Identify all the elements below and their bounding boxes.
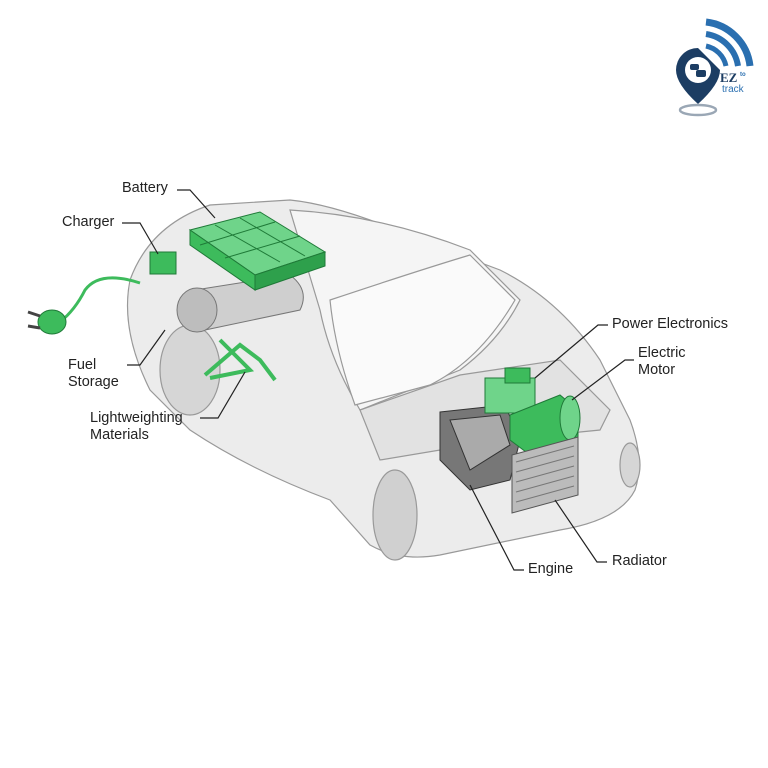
logo-to: to <box>740 72 746 78</box>
label-power-electronics: Power Electronics <box>612 316 729 332</box>
battery-pack <box>188 211 327 291</box>
power-electronics-unit <box>484 367 536 414</box>
charging-cable <box>59 276 141 324</box>
label-fuel-storage-line1: Fuel <box>68 357 97 373</box>
charging-plug-icon <box>27 309 67 335</box>
label-engine: Engine <box>528 561 574 577</box>
label-electric-motor-line2: Motor <box>638 362 676 378</box>
location-pin-wifi-icon <box>676 18 754 117</box>
leader-lines <box>122 189 634 571</box>
logo-track: track <box>722 84 744 95</box>
label-electric-motor: Electric Motor <box>638 345 686 379</box>
engine-block <box>439 404 521 491</box>
ez-to-track-logo: EZ to track <box>668 14 758 118</box>
label-charger: Charger <box>62 214 115 230</box>
label-electric-motor-line1: Electric <box>638 345 686 361</box>
logo-ez: EZ <box>720 70 738 85</box>
charger-unit <box>149 251 177 275</box>
label-lightweighting: Lightweighting Materials <box>90 410 183 444</box>
label-fuel-storage: Fuel Storage <box>68 357 119 391</box>
label-radiator: Radiator <box>612 553 667 569</box>
label-fuel-storage-line2: Storage <box>68 374 119 390</box>
lightweighting-frame <box>203 338 277 382</box>
label-lightweighting-line2: Materials <box>90 427 149 443</box>
label-battery: Battery <box>122 180 168 196</box>
radiator-unit <box>511 436 579 514</box>
label-lightweighting-line1: Lightweighting <box>90 410 183 426</box>
